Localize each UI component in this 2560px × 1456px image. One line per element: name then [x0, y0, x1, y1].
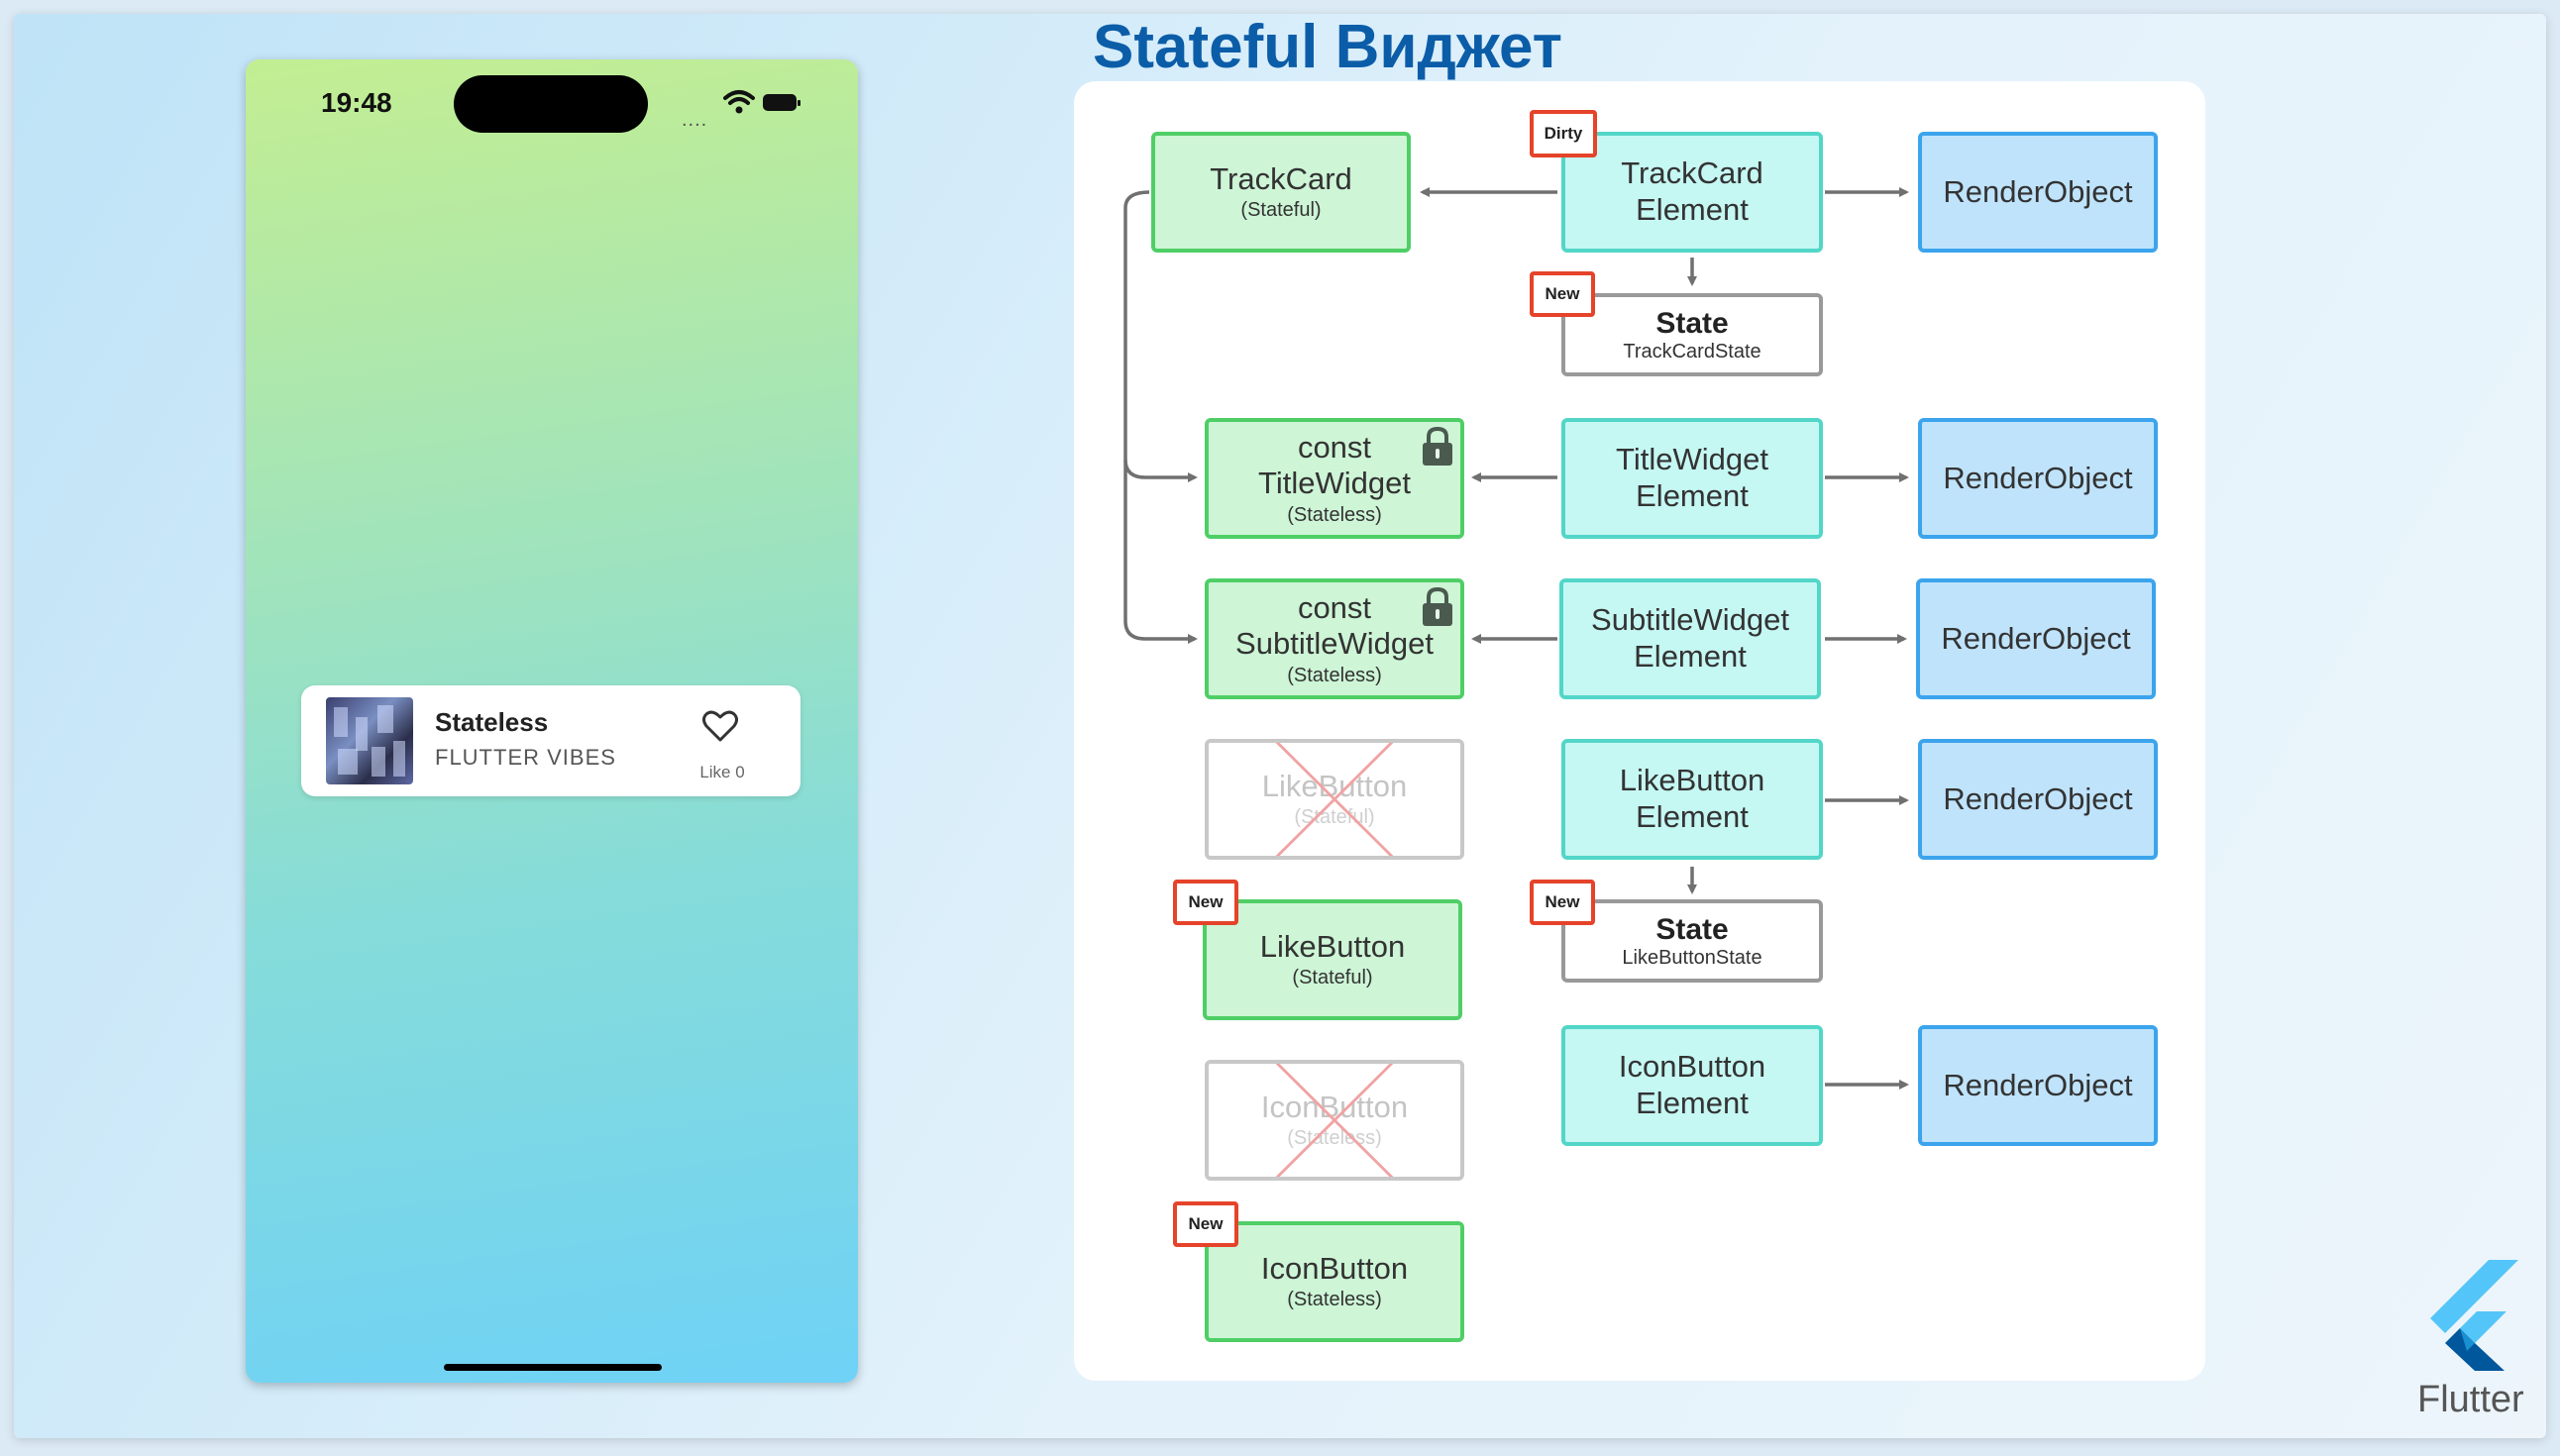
status-time: 19:48: [321, 87, 392, 118]
cross-out-icon: [1275, 743, 1394, 856]
title-widget-name: TitleWidget: [1258, 466, 1411, 501]
titlewidget-element: TitleWidget Element: [1561, 418, 1823, 539]
iconbutton-new-name: IconButton: [1260, 1250, 1409, 1286]
subtitle-widget: const SubtitleWidget (Stateless): [1205, 578, 1464, 699]
iconbutton-element-line1: IconButton: [1618, 1049, 1766, 1085]
flutter-wordmark: Flutter: [2417, 1379, 2524, 1420]
render-object-trackcard: RenderObject: [1918, 132, 2158, 253]
render-object-label: RenderObject: [1941, 620, 2131, 656]
iconbutton-widget-old: IconButton (Stateless): [1205, 1060, 1464, 1181]
wifi-icon: [723, 90, 755, 114]
lock-icon: [1423, 586, 1452, 626]
cross-out-icon: [1275, 1064, 1394, 1177]
render-object-label: RenderObject: [1943, 780, 2133, 816]
new-badge: New: [1173, 1201, 1238, 1247]
trackcard-state-label: State: [1655, 306, 1729, 340]
trackcard-state-name: TrackCardState: [1623, 340, 1761, 363]
likebutton-old-kind: (Stateful): [1294, 806, 1375, 829]
slide-title: Stateful Виджет: [1093, 13, 1562, 81]
likebutton-element: LikeButton Element: [1561, 739, 1823, 860]
render-object-label: RenderObject: [1943, 173, 2133, 209]
track-card[interactable]: Stateless FLUTTER VIBES Like 0: [301, 685, 800, 796]
likebutton-element-line1: LikeButton: [1619, 763, 1765, 798]
dirty-badge: Dirty: [1530, 110, 1597, 157]
subtitlewidget-element-line2: Element: [1634, 639, 1747, 674]
trackcard-widget-name: TrackCard: [1210, 160, 1352, 196]
title-widget-kind: (Stateless): [1287, 503, 1382, 526]
album-cover-image: [326, 697, 413, 784]
render-object-label: RenderObject: [1943, 460, 2133, 495]
likebutton-state-name: LikeButtonState: [1622, 946, 1762, 969]
card-title: Stateless: [435, 707, 549, 737]
new-badge: New: [1173, 880, 1238, 925]
signal-icon: ....: [682, 109, 708, 131]
likebutton-new-name: LikeButton: [1259, 928, 1406, 964]
titlewidget-element-line2: Element: [1636, 478, 1749, 513]
iconbutton-widget-new: IconButton (Stateless): [1205, 1221, 1464, 1342]
title-widget-const: const: [1297, 429, 1372, 465]
like-count-label: Like 0: [699, 763, 745, 781]
lock-icon: [1423, 426, 1452, 466]
battery-icon: [763, 94, 800, 111]
subtitle-widget-name: SubtitleWidget: [1235, 626, 1434, 662]
subtitlewidget-element-line1: SubtitleWidget: [1591, 602, 1789, 638]
heart-icon[interactable]: [702, 709, 738, 743]
trackcard-widget-kind: (Stateful): [1240, 199, 1322, 222]
new-badge: New: [1530, 880, 1595, 925]
render-object-label: RenderObject: [1943, 1067, 2133, 1102]
trackcard-state: State TrackCardState: [1561, 293, 1823, 376]
likebutton-state-label: State: [1655, 912, 1729, 946]
render-object-subtitle: RenderObject: [1916, 578, 2156, 699]
likebutton-state: State LikeButtonState: [1561, 899, 1823, 983]
flutter-logo-icon: [2430, 1260, 2518, 1371]
iconbutton-element: IconButton Element: [1561, 1025, 1823, 1146]
subtitle-widget-kind: (Stateless): [1287, 664, 1382, 686]
card-subtitle: FLUTTER VIBES: [435, 745, 616, 770]
titlewidget-element-line1: TitleWidget: [1616, 442, 1768, 477]
home-indicator: [444, 1364, 662, 1371]
likebutton-element-line2: Element: [1636, 799, 1749, 834]
render-object-likebutton: RenderObject: [1918, 739, 2158, 860]
trackcard-element-line1: TrackCard: [1621, 156, 1763, 191]
render-object-iconbutton: RenderObject: [1918, 1025, 2158, 1146]
dynamic-island: [454, 75, 648, 133]
subtitle-widget-const: const: [1297, 589, 1372, 625]
likebutton-widget-new: LikeButton (Stateful): [1203, 899, 1462, 1020]
likebutton-new-kind: (Stateful): [1292, 967, 1373, 989]
render-object-title: RenderObject: [1918, 418, 2158, 539]
iconbutton-new-kind: (Stateless): [1287, 1289, 1382, 1311]
iconbutton-element-line2: Element: [1636, 1086, 1749, 1120]
new-badge: New: [1530, 271, 1595, 317]
likebutton-widget-old: LikeButton (Stateful): [1205, 739, 1464, 860]
trackcard-widget: TrackCard (Stateful): [1151, 132, 1411, 253]
phone-mockup: 19:48 .... Stateless FLUTTER VIBES Like …: [246, 59, 858, 1383]
trackcard-element-line2: Element: [1636, 192, 1749, 227]
subtitlewidget-element: SubtitleWidget Element: [1559, 578, 1821, 699]
title-widget: const TitleWidget (Stateless): [1205, 418, 1464, 539]
trackcard-element: TrackCard Element: [1561, 132, 1823, 253]
